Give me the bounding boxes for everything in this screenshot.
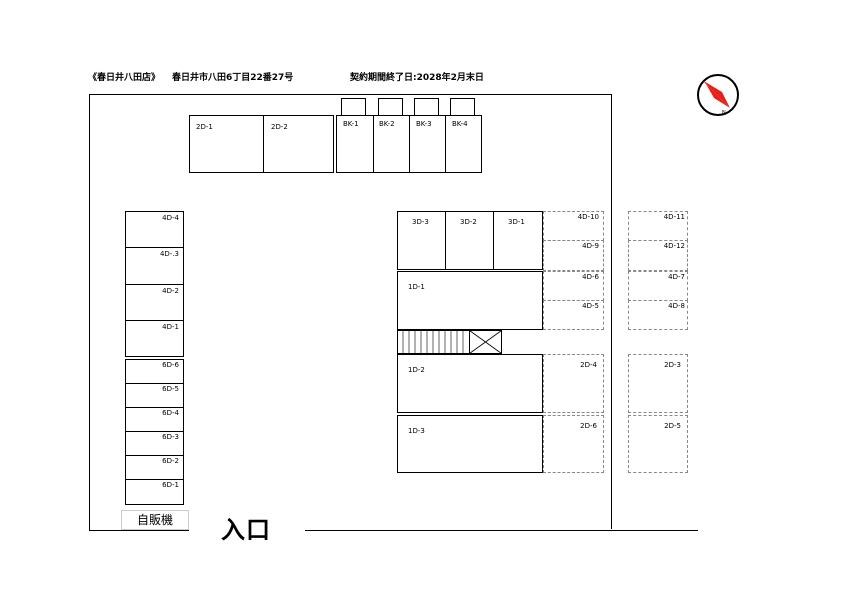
unit-1d-3[interactable]: 1D-3 [397,415,543,473]
unit-4d-1[interactable]: 4D-1 [125,320,184,357]
unit-4d-12[interactable]: 4D-12 [628,240,688,271]
bike-rack-top [414,98,439,116]
unit-4d-11[interactable]: 4D-11 [628,211,688,241]
lot-boundary-bottom-left [89,530,189,531]
unit-2d-6[interactable]: 2D-6 [543,415,604,473]
unit-label: 1D-2 [408,366,425,374]
compass-north-label: N [722,110,726,116]
unit-label: 6D-4 [162,409,179,417]
unit-label: 2D-5 [664,422,681,430]
unit-2d-1[interactable]: 2D-1 [189,115,264,173]
unit-bk-4[interactable]: BK-4 [445,115,482,173]
unit-label: 4D-4 [162,214,179,222]
unit-label: 6D-5 [162,385,179,393]
store-address: 春日井市八田6丁目22番27号 [172,73,294,83]
lot-boundary-top [89,94,612,95]
unit-6d-2[interactable]: 6D-2 [125,455,184,480]
vending-machine: 自販機 [121,510,189,530]
unit-label: 2D-3 [664,361,681,369]
vending-machine-label: 自販機 [136,513,173,527]
unit-1d-1[interactable]: 1D-1 [397,271,543,330]
unit-4d-10[interactable]: 4D-10 [543,211,604,241]
entrance-label: 入口 [221,516,271,544]
unit-6d-6[interactable]: 6D-6 [125,359,184,384]
lot-boundary-left [89,94,90,531]
unit-3d-3[interactable]: 3D-3 [397,211,446,270]
unit-6d-1[interactable]: 6D-1 [125,479,184,505]
bike-rack-top [378,98,403,116]
unit-4d-2[interactable]: 4D-2 [125,284,184,321]
unit-label: 2D-2 [271,123,288,131]
unit-bk-1[interactable]: BK-1 [336,115,374,173]
unit-label: 6D-1 [162,481,179,489]
unit-label: BK-4 [452,120,468,128]
unit-4d-4[interactable]: 4D-4 [125,211,184,248]
unit-label: BK-2 [379,120,395,128]
lot-boundary-right [611,94,612,529]
lot-boundary-bottom-right [305,530,698,531]
unit-label: 1D-1 [408,283,425,291]
unit-label: 3D-3 [412,218,429,226]
contract-end-date: 契約期間終了日:2028年2月末日 [350,73,484,83]
unit-4d-3[interactable]: 4D-.3 [125,247,184,285]
unit-label: BK-3 [416,120,432,128]
unit-label: 6D-2 [162,457,179,465]
unit-2d-4[interactable]: 2D-4 [543,354,604,413]
unit-4d-9[interactable]: 4D-9 [543,240,604,271]
unit-label: 2D-4 [580,361,597,369]
unit-label: 4D-10 [577,213,599,221]
unit-label: 4D-9 [582,242,599,250]
unit-bk-3[interactable]: BK-3 [409,115,446,173]
bike-rack-top [341,98,366,116]
unit-4d-7[interactable]: 4D-7 [628,271,688,301]
unit-label: BK-1 [343,120,359,128]
unit-4d-6[interactable]: 4D-6 [543,271,604,301]
unit-4d-8[interactable]: 4D-8 [628,300,688,330]
unit-3d-2[interactable]: 3D-2 [445,211,494,270]
unit-label: 4D-11 [663,213,685,221]
unit-label: 1D-3 [408,427,425,435]
unit-2d-3[interactable]: 2D-3 [628,354,688,413]
unit-6d-3[interactable]: 6D-3 [125,431,184,456]
unit-4d-5[interactable]: 4D-5 [543,300,604,330]
unit-bk-2[interactable]: BK-2 [373,115,410,173]
unit-1d-2[interactable]: 1D-2 [397,354,543,413]
unit-label: 6D-6 [162,361,179,369]
unit-3d-1[interactable]: 3D-1 [493,211,543,270]
unit-label: 4D-7 [668,273,685,281]
unit-label: 4D-1 [162,323,179,331]
unit-label: 4D-.3 [159,250,179,258]
unit-label: 6D-3 [162,433,179,441]
staircase [397,330,502,354]
store-name: 《春日井八田店》 [88,73,161,83]
unit-2d-5[interactable]: 2D-5 [628,415,688,473]
unit-label: 4D-8 [668,302,685,310]
bike-rack-top [450,98,475,116]
unit-2d-2[interactable]: 2D-2 [263,115,334,173]
unit-6d-5[interactable]: 6D-5 [125,383,184,408]
unit-label: 3D-1 [508,218,525,226]
unit-6d-4[interactable]: 6D-4 [125,407,184,432]
compass-icon: N [697,74,739,116]
unit-label: 4D-5 [582,302,599,310]
unit-label: 4D-6 [582,273,599,281]
unit-label: 2D-1 [196,123,213,131]
unit-label: 2D-6 [580,422,597,430]
unit-label: 4D-2 [162,287,179,295]
unit-label: 4D-12 [663,242,685,250]
unit-label: 3D-2 [460,218,477,226]
